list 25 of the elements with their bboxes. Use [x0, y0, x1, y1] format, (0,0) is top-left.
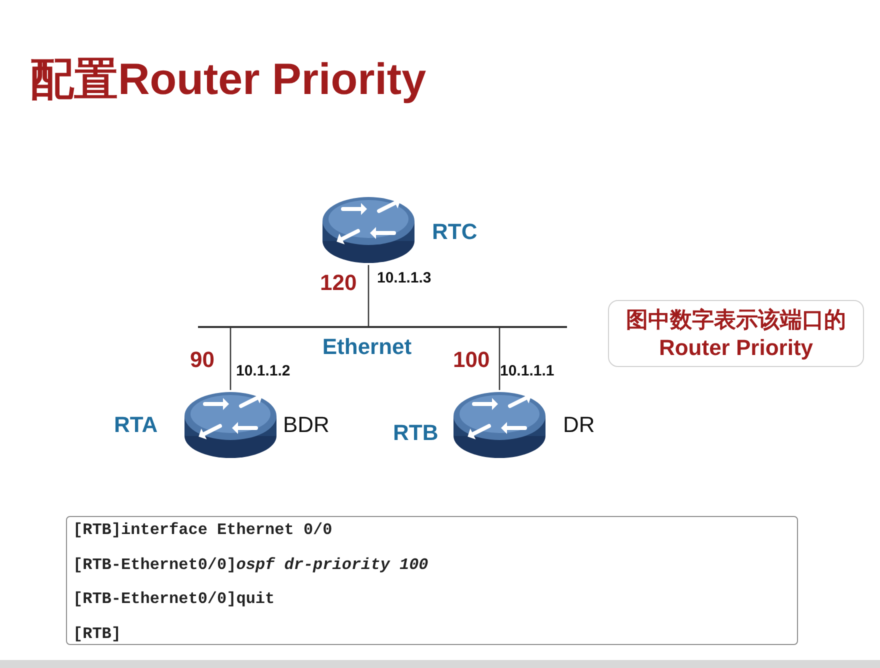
router-icon [321, 195, 416, 265]
code-box [66, 516, 798, 645]
router-icon [183, 390, 278, 460]
connector-line [230, 327, 232, 390]
role-label: BDR [283, 414, 330, 436]
priority-number: 90 [190, 349, 214, 371]
ip-address: 10.1.1.1 [500, 364, 554, 378]
ip-address: 10.1.1.3 [377, 270, 432, 286]
priority-number: 100 [453, 349, 490, 371]
code-line: [RTB] [73, 626, 122, 642]
code-line: [RTB-Ethernet0/0]ospf dr-priority 100 [73, 556, 428, 573]
title: 配置Router Priority [30, 58, 426, 102]
code-line: [RTB-Ethernet0/0]quit [73, 591, 275, 608]
router-name: RTC [432, 221, 478, 243]
router-name: RTB [393, 422, 438, 444]
role-label: DR [563, 414, 595, 436]
connector-line [498, 327, 500, 390]
router-icon [452, 390, 547, 460]
ip-address: 10.1.1.2 [236, 364, 290, 378]
code-line: [RTB]interface Ethernet 0/0 [73, 522, 332, 538]
router-name: RTA [114, 414, 158, 436]
network-name: Ethernet [322, 336, 412, 358]
connector-line [368, 265, 370, 327]
callout-box: 图中数字表示该端口的 Router Priority [608, 300, 864, 367]
priority-number: 120 [320, 272, 357, 294]
